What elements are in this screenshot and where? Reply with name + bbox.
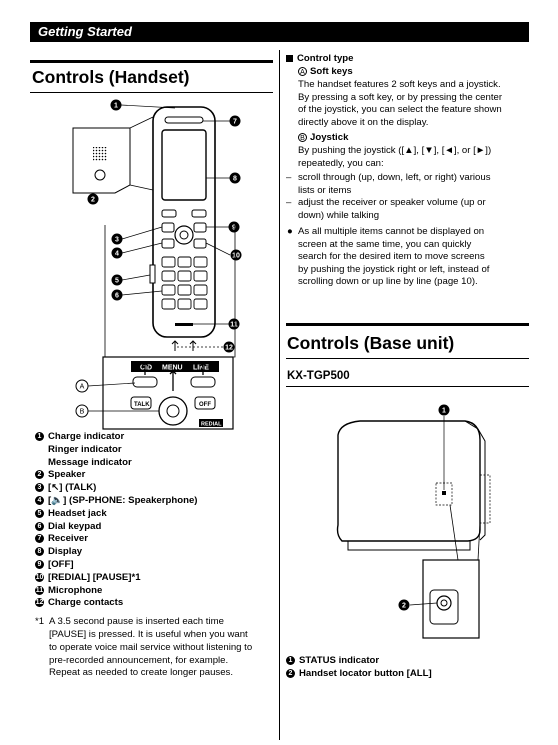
svg-text:6: 6 <box>115 293 119 300</box>
svg-text:1: 1 <box>442 408 446 415</box>
svg-text:2: 2 <box>91 197 95 204</box>
redial-key-label: REDIAL <box>201 422 222 428</box>
section-header-bar: Getting Started <box>30 22 529 42</box>
svg-text:4: 4 <box>115 251 119 258</box>
base-title-rule-bottom <box>286 358 529 359</box>
handset-body <box>149 106 216 338</box>
base-model: KX-TGP500 <box>287 370 350 382</box>
svg-text:9: 9 <box>232 225 236 232</box>
list-item: Message indicator <box>48 456 132 468</box>
left-title-rule-top <box>30 60 273 63</box>
cid-key-label: CID <box>140 365 152 372</box>
svg-text:7: 7 <box>233 119 237 126</box>
list-item: 4[🔈] (SP-PHONE: Speakerphone) <box>35 495 275 508</box>
svg-text:5: 5 <box>115 278 119 285</box>
locator-closeup <box>422 559 480 639</box>
talk-key-label: TALK <box>134 402 150 408</box>
footnote: *1 A 3.5 second pause is inserted each t… <box>35 616 253 679</box>
square-bullet-icon <box>286 54 293 62</box>
svg-text:1: 1 <box>114 103 118 110</box>
line-key-label: LINE <box>193 365 209 372</box>
joystick-dash-list: –scroll through (up, down, left, or righ… <box>286 172 491 221</box>
svg-text:3: 3 <box>115 237 119 244</box>
section-header-title: Getting Started <box>38 24 132 39</box>
list-item: Ringer indicator <box>48 443 122 455</box>
joystick-body: By pushing the joystick ([▲], [▼], [◄], … <box>298 145 492 169</box>
base-title-rule-top <box>286 323 529 326</box>
svg-text:2: 2 <box>402 603 406 610</box>
softkey-closeup: CID MENU LINE TALK OFF REDIAL A B <box>75 356 234 430</box>
list-item: 3[↖] (TALK) <box>35 482 275 495</box>
svg-text:12: 12 <box>225 345 233 352</box>
control-type-heading: Control type <box>286 53 354 66</box>
list-item: 10[REDIAL] [PAUSE]*1 <box>35 571 141 583</box>
left-title-rule-bottom <box>30 92 273 93</box>
speaker-closeup <box>72 116 154 194</box>
list-item: 9[OFF] <box>35 559 275 572</box>
svg-text:8: 8 <box>233 176 237 183</box>
base-unit-illustration: 1 2 <box>336 404 491 639</box>
menu-key-label: MENU <box>162 365 183 372</box>
column-divider <box>279 50 280 740</box>
callout-a-label: A <box>80 384 85 391</box>
svg-text:11: 11 <box>230 322 238 329</box>
off-key-label: OFF <box>199 402 211 408</box>
handset-section-title: Controls (Handset) <box>32 67 190 87</box>
base-section-title: Controls (Base unit) <box>287 333 455 353</box>
handset-illustration: 1 7 8 2 9 3 4 10 5 6 11 12 CID MENU LINE <box>72 99 242 430</box>
soft-keys-body: The handset features 2 soft keys and a j… <box>298 79 503 128</box>
callout-b-label: B <box>80 409 85 416</box>
base-unit-body <box>336 420 491 561</box>
svg-text:10: 10 <box>232 253 240 260</box>
model-rule <box>286 386 529 387</box>
joystick-bullet: ●As all multiple items cannot be display… <box>287 226 490 288</box>
